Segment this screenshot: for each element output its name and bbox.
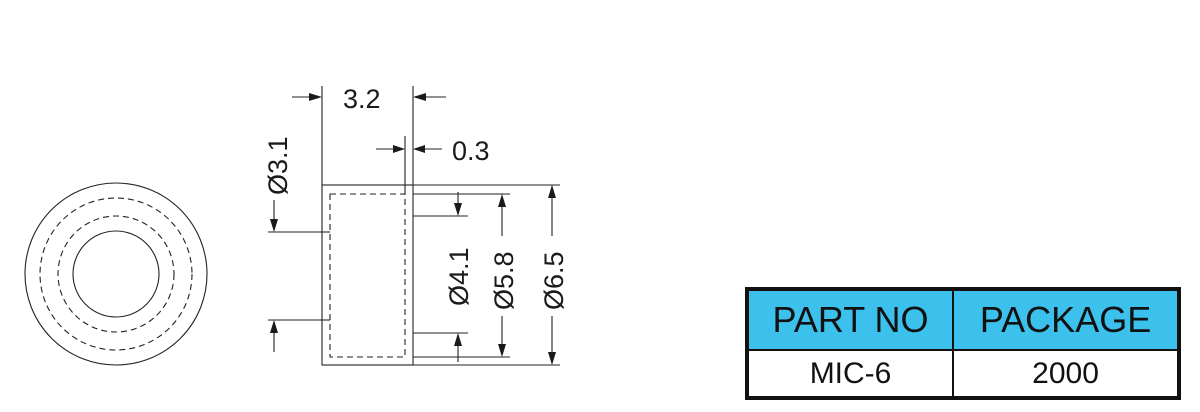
dimension-recess-diameter: Ø4.1 [413, 192, 474, 362]
dimension-recess-diameter-label: Ø4.1 [444, 247, 474, 306]
cell-part-no: MIC-6 [745, 349, 955, 399]
dimension-body-diameter: Ø5.8 [413, 193, 519, 358]
dimension-wall-step: 0.3 [376, 136, 490, 194]
side-view [321, 184, 414, 366]
recess-circle-hidden [57, 215, 175, 333]
bore-circle [72, 230, 160, 318]
front-view [24, 182, 208, 366]
outer-circle [24, 182, 208, 366]
dimension-inner-diameter: Ø3.1 [263, 136, 322, 352]
table-header-row: PART NO PACKAGE [745, 288, 1180, 351]
part-spec-table: PART NO PACKAGE MIC-6 2000 [745, 287, 1181, 400]
table-row: MIC-6 2000 [745, 349, 1180, 399]
body-outline [321, 184, 414, 366]
dimension-body-diameter-label: Ø5.8 [489, 251, 519, 310]
dimension-outer-diameter-label: Ø6.5 [539, 251, 569, 310]
dimension-length: 3.2 [292, 84, 446, 185]
header-part-no: PART NO [745, 288, 955, 351]
dimension-length-label: 3.2 [343, 84, 381, 114]
header-package: PACKAGE [952, 288, 1180, 351]
body-circle-hidden [39, 197, 193, 351]
dimension-wall-step-label: 0.3 [452, 136, 490, 166]
hidden-bore-outline [329, 193, 406, 358]
cell-package: 2000 [952, 349, 1180, 399]
dimension-inner-diameter-label: Ø3.1 [263, 136, 293, 195]
dimension-outer-diameter: Ø6.5 [413, 184, 569, 366]
